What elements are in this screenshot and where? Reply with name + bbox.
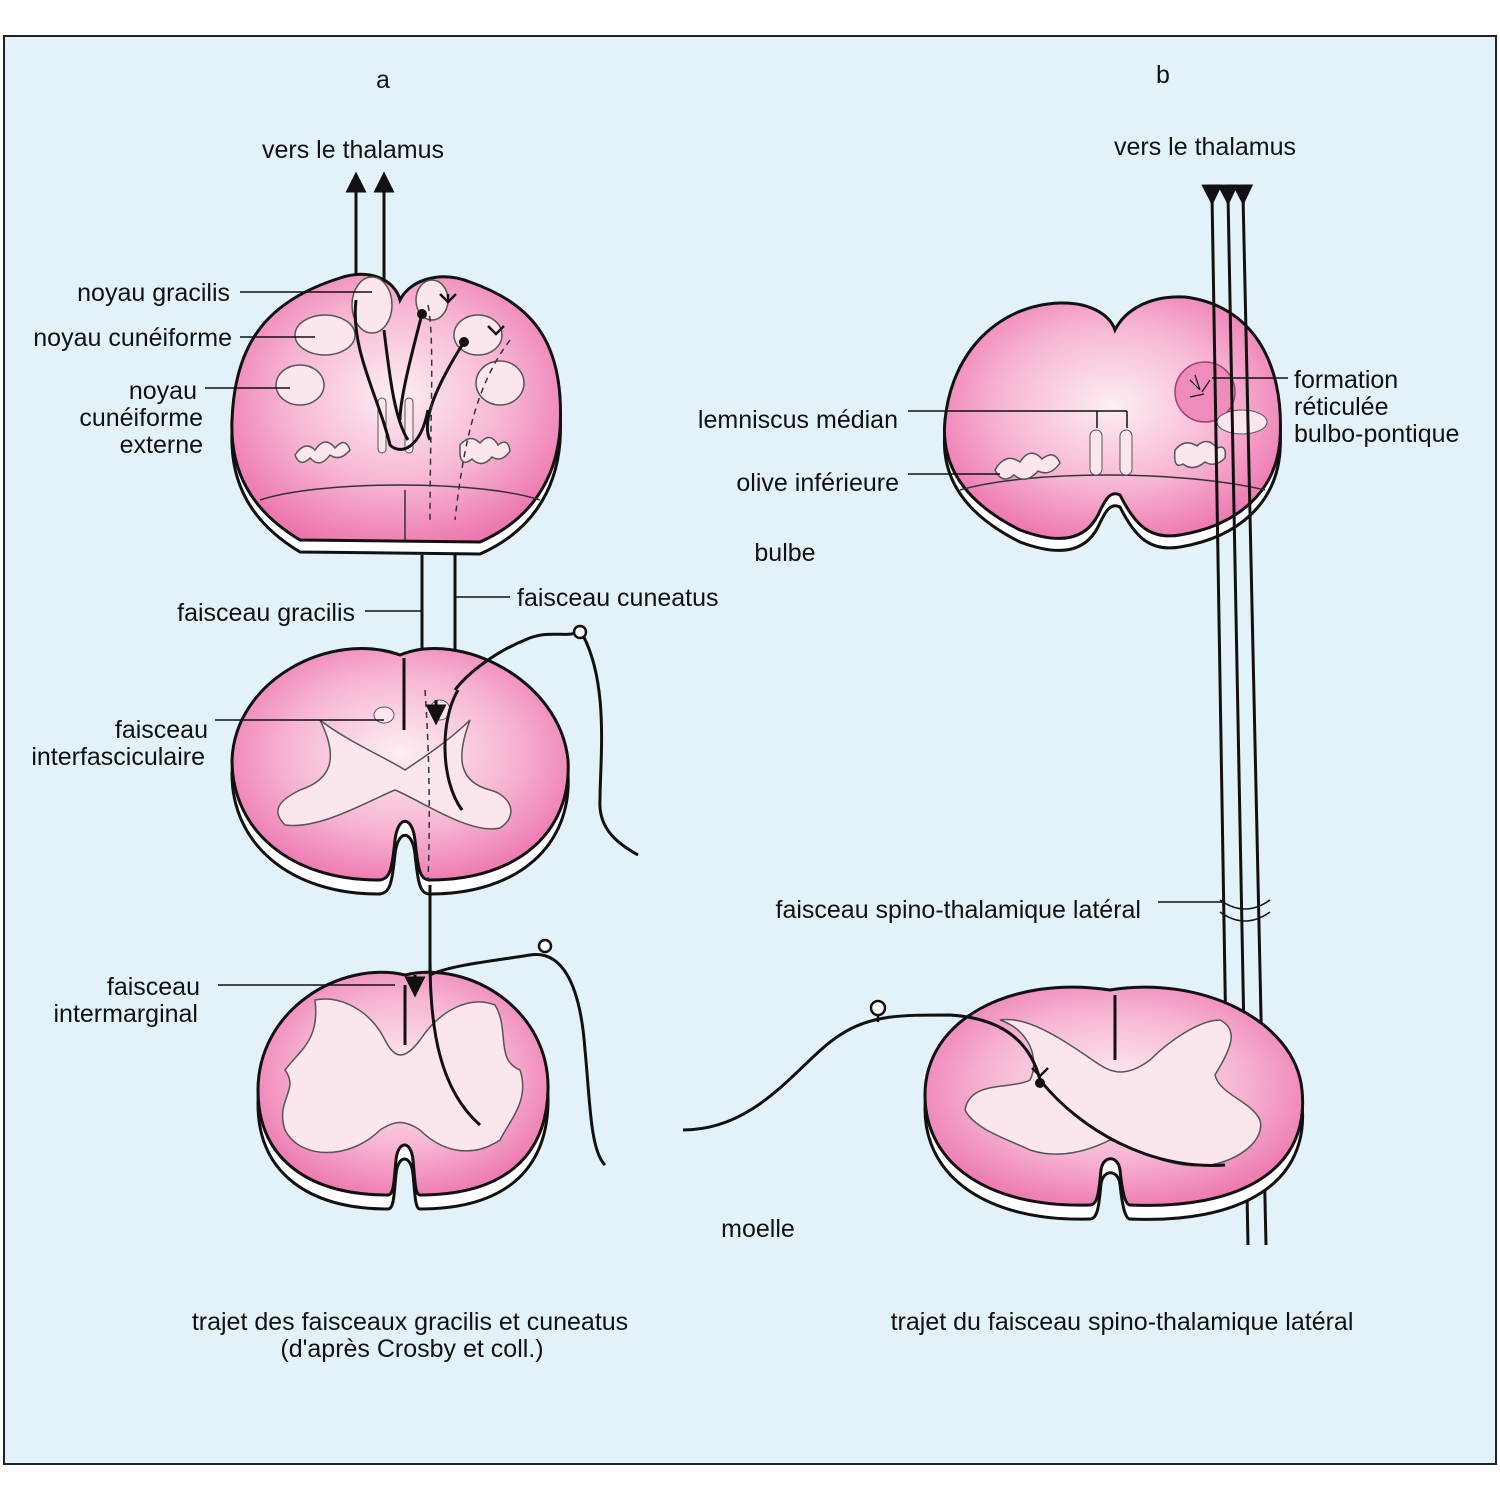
panel-a: a vers le thalamus — [31, 66, 718, 1363]
noyau-cuneiforme-shape — [294, 314, 356, 356]
bulbe-section-a — [230, 272, 563, 556]
caption-a-line2: (d'après Crosby et coll.) — [280, 1335, 543, 1363]
label-noyau-cuneiforme: noyau cunéiforme — [33, 324, 232, 352]
label-faisceau-intermarginal-2: intermarginal — [53, 1000, 198, 1028]
panel-b: b vers le thalamus lemniscus médian oliv… — [682, 61, 1459, 1336]
panel-b-thalamus-label: vers le thalamus — [1114, 133, 1296, 161]
level-label-moelle: moelle — [721, 1215, 795, 1243]
olive-shape-b-left — [994, 452, 1061, 480]
panel-b-letter: b — [1156, 61, 1170, 89]
label-faisceau-interfasciculaire-1: faisceau — [115, 716, 208, 744]
formation-reticulee-shape — [1174, 361, 1236, 423]
label-faisceau-intermarginal-1: faisceau — [107, 973, 200, 1001]
cord-section-a-lower — [256, 938, 607, 1211]
label-noyau-gracilis: noyau gracilis — [77, 279, 230, 307]
label-faisceau-interfasciculaire-2: interfasciculaire — [31, 743, 205, 771]
diagram-frame — [3, 35, 1497, 1465]
label-formation-reticulee-3: bulbo-pontique — [1294, 420, 1459, 448]
label-noyau-cuneiforme-externe-1: noyau — [129, 377, 197, 405]
label-noyau-cuneiforme-externe-3: externe — [120, 431, 203, 459]
noyau-cuneiforme-externe-shape — [275, 364, 325, 406]
caption-a-line1: trajet des faisceaux gracilis et cuneatu… — [192, 1308, 628, 1336]
label-formation-reticulee-1: formation — [1294, 366, 1398, 394]
label-faisceau-cuneatus: faisceau cuneatus — [517, 584, 719, 612]
label-formation-reticulee-2: réticulée — [1294, 393, 1389, 421]
label-faisceau-gracilis: faisceau gracilis — [177, 599, 355, 627]
label-lemniscus-median: lemniscus médian — [698, 406, 898, 434]
level-label-bulbe: bulbe — [754, 539, 815, 567]
cord-section-b — [923, 985, 1305, 1221]
label-olive-inferieure: olive inférieure — [736, 469, 899, 497]
label-noyau-cuneiforme-externe-2: cunéiforme — [79, 404, 203, 432]
panel-a-thalamus-label: vers le thalamus — [262, 136, 444, 164]
olive-shape-a-left — [294, 441, 351, 464]
panel-a-letter: a — [376, 66, 390, 94]
bulbe-section-b — [942, 295, 1282, 552]
label-faisceau-spino-thalamique: faisceau spino-thalamique latéral — [776, 896, 1142, 924]
caption-b: trajet du faisceau spino-thalamique laté… — [891, 1308, 1354, 1336]
noyau-gracilis-shape — [351, 276, 393, 334]
